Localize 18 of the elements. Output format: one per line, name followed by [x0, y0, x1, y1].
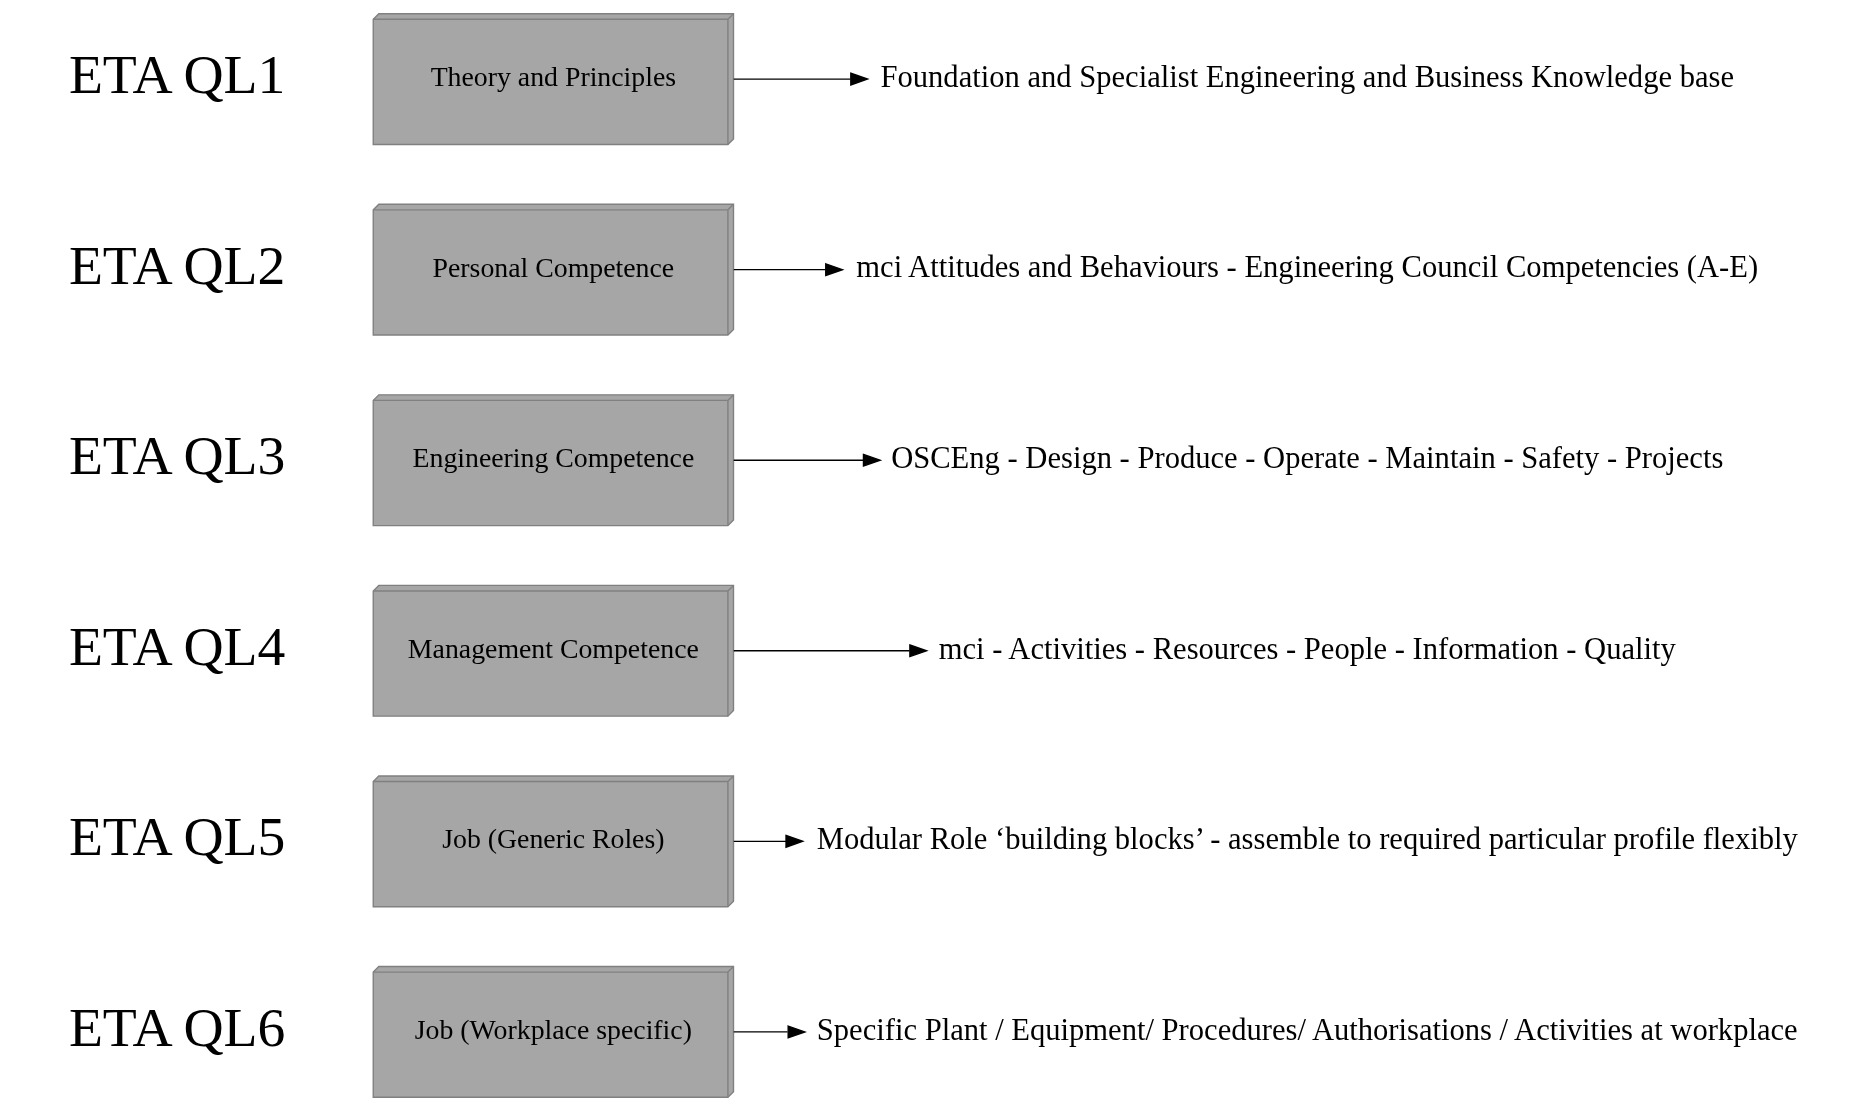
arrow — [732, 834, 805, 849]
arrow — [732, 1025, 807, 1039]
label: ETA QL2 — [68, 233, 285, 296]
arrow — [732, 72, 870, 86]
node-text: OSCEng - Design - Produce - Operate - Maintain - Safety - Projects — [890, 441, 1723, 476]
arrow — [732, 643, 929, 658]
label: ETA QL6 — [68, 995, 285, 1058]
label: ETA QL1 — [68, 43, 285, 106]
node-text: Foundation and Specialist Engineering and Business Knowledge base — [879, 59, 1734, 94]
arrow — [732, 453, 882, 468]
label: ETA QL3 — [68, 424, 285, 487]
node-text: mci - Activities - Resources - People - Information - Quality — [938, 631, 1676, 666]
node-text: mci Attitudes and Behaviours - Engineering Council Competencies (A-E) — [855, 250, 1758, 285]
label: ETA QL5 — [68, 805, 285, 868]
node-text: Modular Role ‘building blocks’ - assemble to required particular profile flexibly — [816, 822, 1798, 857]
node-text: Specific Plant / Equipment/ Procedures/ Authorisations / Activities at workplace — [816, 1012, 1798, 1047]
arrow — [732, 262, 845, 277]
label: ETA QL4 — [68, 614, 285, 677]
